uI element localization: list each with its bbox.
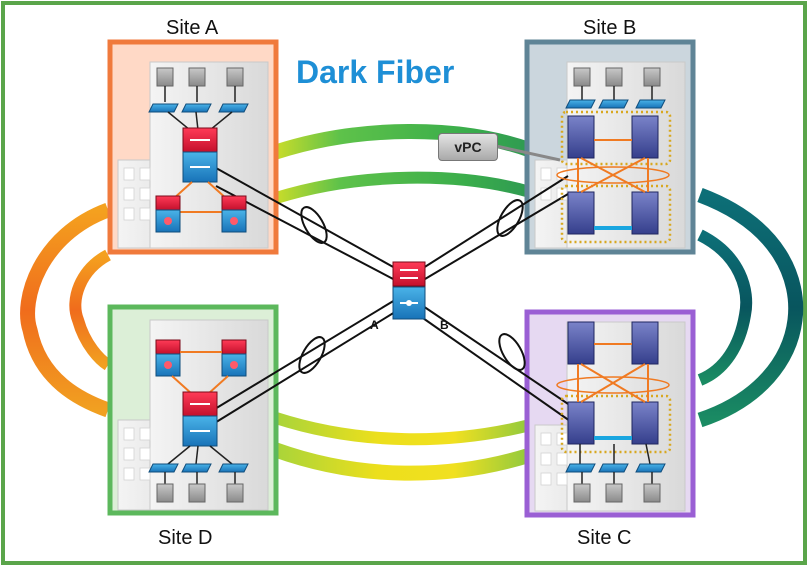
switch-icon <box>567 321 659 445</box>
link-label-b: B <box>440 318 449 332</box>
server-icon <box>573 483 661 503</box>
site-a-devices <box>148 67 249 233</box>
server-icon <box>156 67 244 87</box>
wan-links <box>199 167 581 433</box>
router-icon <box>182 127 218 183</box>
site-b-devices <box>556 67 672 244</box>
router-icon <box>155 195 247 233</box>
core-router-icon <box>392 261 426 320</box>
switch-icon <box>148 103 249 113</box>
router-icon <box>155 339 247 377</box>
site-c-label: Site C <box>577 527 632 549</box>
switch-icon <box>565 463 666 473</box>
diagram-title: Dark Fiber <box>296 54 455 90</box>
server-icon <box>573 67 661 87</box>
switch-icon <box>148 463 249 473</box>
switch-icon <box>565 99 666 109</box>
server-icon <box>156 483 244 503</box>
fiber-ring-inner <box>69 171 753 446</box>
router-icon <box>182 391 218 447</box>
site-c-devices <box>556 321 672 503</box>
site-d-devices <box>148 339 249 503</box>
link-label-a: A <box>370 318 379 332</box>
fiber-ring-outer <box>20 124 804 481</box>
site-a-label: Site A <box>166 17 219 39</box>
site-d-label: Site D <box>158 527 213 549</box>
vpc-callout: vPC <box>438 133 498 161</box>
site-b-label: Site B <box>583 17 637 39</box>
switch-icon <box>567 115 659 235</box>
vpc-callout-pointer <box>495 144 561 162</box>
port-channel-ellipse-icon <box>298 199 526 374</box>
